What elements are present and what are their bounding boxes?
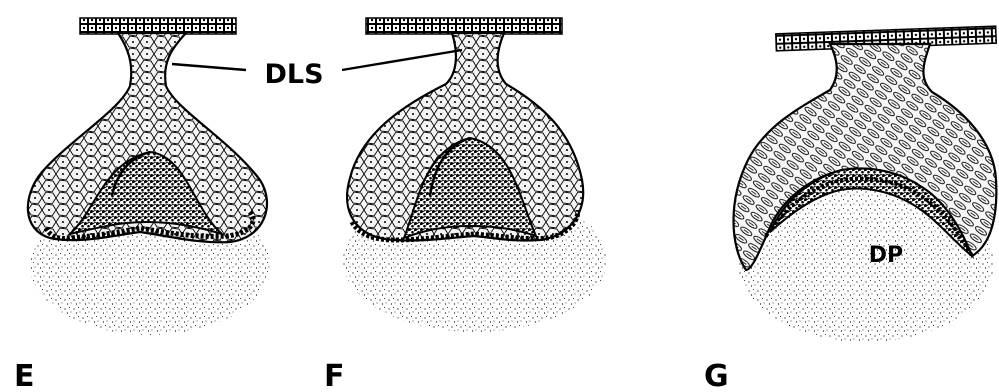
panel-letter-g: G xyxy=(704,359,729,392)
panel-letter-e: E xyxy=(14,359,35,392)
panel-letter-f: F xyxy=(324,359,345,392)
panel-e-tooth-germ xyxy=(28,18,270,335)
panel-g-tooth-germ xyxy=(734,26,997,342)
panel-e-oral-epithelium xyxy=(80,18,236,34)
panel-f-tooth-germ xyxy=(343,18,607,332)
dls-label: DLS xyxy=(264,59,323,90)
dls-label-group: DLS xyxy=(172,50,462,90)
dp-label: DP xyxy=(869,243,903,268)
dls-leader-line-right xyxy=(342,50,462,70)
panel-f-oral-epithelium xyxy=(366,18,562,34)
dls-leader-line-left xyxy=(172,64,246,70)
